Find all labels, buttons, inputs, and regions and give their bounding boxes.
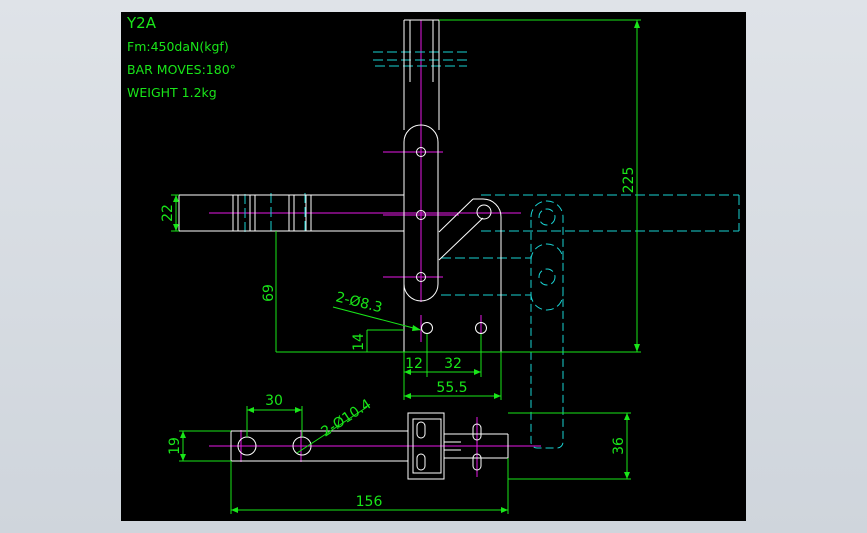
centerlines: [209, 20, 541, 477]
clamp-outline-front: [178, 19, 502, 353]
dim-22: 22: [160, 204, 176, 222]
dim-36: 36: [611, 437, 627, 455]
dimension-lines: [171, 19, 641, 514]
force-note: Fm:450daN(kgf): [127, 39, 229, 54]
hole-label-small: 2-Ø8.3: [334, 289, 384, 316]
clamp-drawing: 225 22 69 14 2-Ø8.3 12 32 55.5 30 2-Ø10.…: [160, 19, 740, 514]
model-title: Y2A: [127, 14, 156, 32]
weight-note: WEIGHT 1.2kg: [127, 85, 217, 100]
clamp-outline-top: [230, 412, 509, 480]
dimension-arrows: [173, 20, 640, 513]
dim-32: 32: [444, 356, 462, 372]
bar-moves-note: BAR MOVES:180°: [127, 62, 236, 77]
swung-lever: [530, 200, 564, 449]
dim-69: 69: [261, 284, 277, 302]
dim-30: 30: [265, 393, 283, 409]
drawing-canvas[interactable]: Y2A Fm:450daN(kgf) BAR MOVES:180° WEIGHT…: [121, 12, 746, 521]
dim-19: 19: [167, 437, 183, 455]
dimension-labels: 225 22 69 14 2-Ø8.3 12 32 55.5 30 2-Ø10.…: [160, 167, 637, 510]
hidden-lines: [244, 51, 740, 296]
dim-14: 14: [351, 333, 367, 351]
dim-156: 156: [356, 494, 383, 510]
dim-55-5: 55.5: [436, 380, 467, 396]
dim-225: 225: [621, 167, 637, 194]
dim-12: 12: [405, 356, 423, 372]
hole-label-large: 2-Ø10.4: [318, 396, 374, 440]
